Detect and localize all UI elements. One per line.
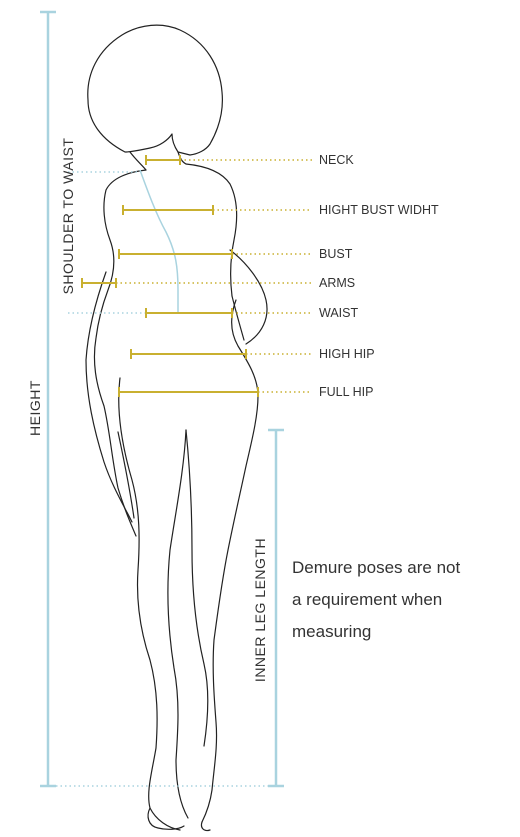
full-hip-measure-line <box>119 387 312 397</box>
measurement-lines <box>82 155 312 397</box>
bust-measure-line <box>119 249 312 259</box>
label-bust: BUST <box>319 247 353 261</box>
label-inner-leg-length: INNER LEG LENGTH <box>252 538 268 682</box>
measuring-note-line-3: measuring <box>292 616 507 648</box>
label-shoulder-to-waist: SHOULDER TO WAIST <box>60 138 76 295</box>
neck-measure-line <box>146 155 312 165</box>
high-bust-width-measure-line <box>123 205 312 215</box>
label-high-hip: HIGH HIP <box>319 347 375 361</box>
label-full-hip: FULL HIP <box>319 385 373 399</box>
waist-measure-line <box>146 308 312 318</box>
shoulder-to-waist-guide <box>140 170 178 312</box>
label-high-bust-width: HIGHT BUST WIDHT <box>319 203 439 217</box>
measuring-note: Demure poses are not a requirement when … <box>292 552 507 648</box>
label-neck: NECK <box>319 153 354 167</box>
measuring-note-line-2: a requirement when <box>292 584 507 616</box>
measuring-note-line-1: Demure poses are not <box>292 552 507 584</box>
label-waist: WAIST <box>319 306 358 320</box>
measurement-labels: NECK HIGHT BUST WIDHT BUST ARMS WAIST HI… <box>319 153 439 399</box>
inner-leg-dimension-line <box>268 430 284 786</box>
label-height: HEIGHT <box>27 380 43 436</box>
arms-measure-line <box>82 278 312 288</box>
label-arms: ARMS <box>319 276 355 290</box>
high-hip-measure-line <box>131 349 312 359</box>
body-figure-outline <box>86 25 267 830</box>
